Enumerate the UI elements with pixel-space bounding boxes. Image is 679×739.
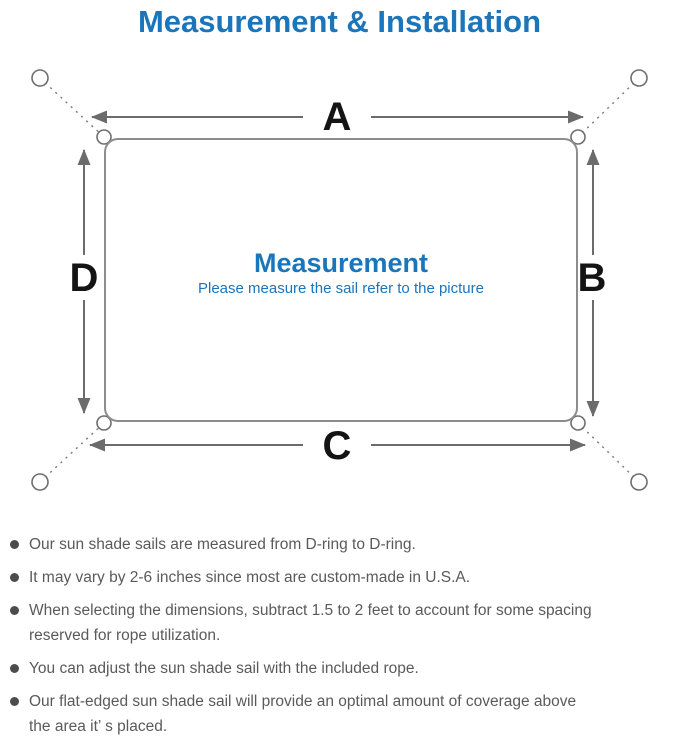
dim-label-a: A [323, 95, 352, 139]
note-item: Our flat-edged sun shade sail will provi… [10, 689, 675, 739]
anchor-ring-icon-top-right [630, 69, 648, 87]
anchor-ring-icon-bottom-left [31, 473, 49, 491]
notes-list: Our sun shade sails are measured from D-… [0, 532, 679, 739]
tether-line-top-left [39, 77, 105, 138]
note-item: You can adjust the sun shade sail with t… [10, 656, 675, 681]
note-text: It may vary by 2-6 inches since most are… [29, 569, 471, 586]
dim-label-d: D [70, 256, 99, 300]
tether-line-bottom-left [39, 422, 105, 483]
note-text: When selecting the dimensions, subtract … [29, 602, 592, 644]
bullet-icon [10, 540, 19, 549]
measurement-diagram: A C D B Measurement Please measure the s… [31, 69, 648, 491]
anchor-ring-icon-bottom-right [630, 473, 648, 491]
tether-line-top-right [577, 77, 640, 138]
sail-center-subtitle: Please measure the sail refer to the pic… [198, 280, 484, 297]
sail-corner-ring-icon-top-left [96, 129, 112, 145]
sail-corner-ring-icon-bottom-right [570, 415, 586, 431]
tether-line-bottom-right [577, 422, 640, 483]
bullet-icon [10, 664, 19, 673]
note-item: When selecting the dimensions, subtract … [10, 598, 675, 648]
sail-corner-ring-icon-top-right [570, 129, 586, 145]
note-text: Our flat-edged sun shade sail will provi… [29, 693, 577, 735]
page-title: Measurement & Installation [137, 4, 542, 39]
sail-rectangle [104, 138, 578, 422]
bullet-icon [10, 606, 19, 615]
dim-label-b: B [578, 256, 607, 300]
sail-center-title: Measurement [254, 248, 428, 278]
sail-corner-ring-icon-bottom-left [96, 415, 112, 431]
note-item: Our sun shade sails are measured from D-… [10, 532, 675, 557]
note-text: You can adjust the sun shade sail with t… [29, 660, 419, 677]
dim-label-c: C [323, 424, 352, 468]
note-text: Our sun shade sails are measured from D-… [29, 536, 416, 553]
bullet-icon [10, 573, 19, 582]
bullet-icon [10, 697, 19, 706]
anchor-ring-icon-top-left [31, 69, 49, 87]
note-item: It may vary by 2-6 inches since most are… [10, 565, 675, 590]
